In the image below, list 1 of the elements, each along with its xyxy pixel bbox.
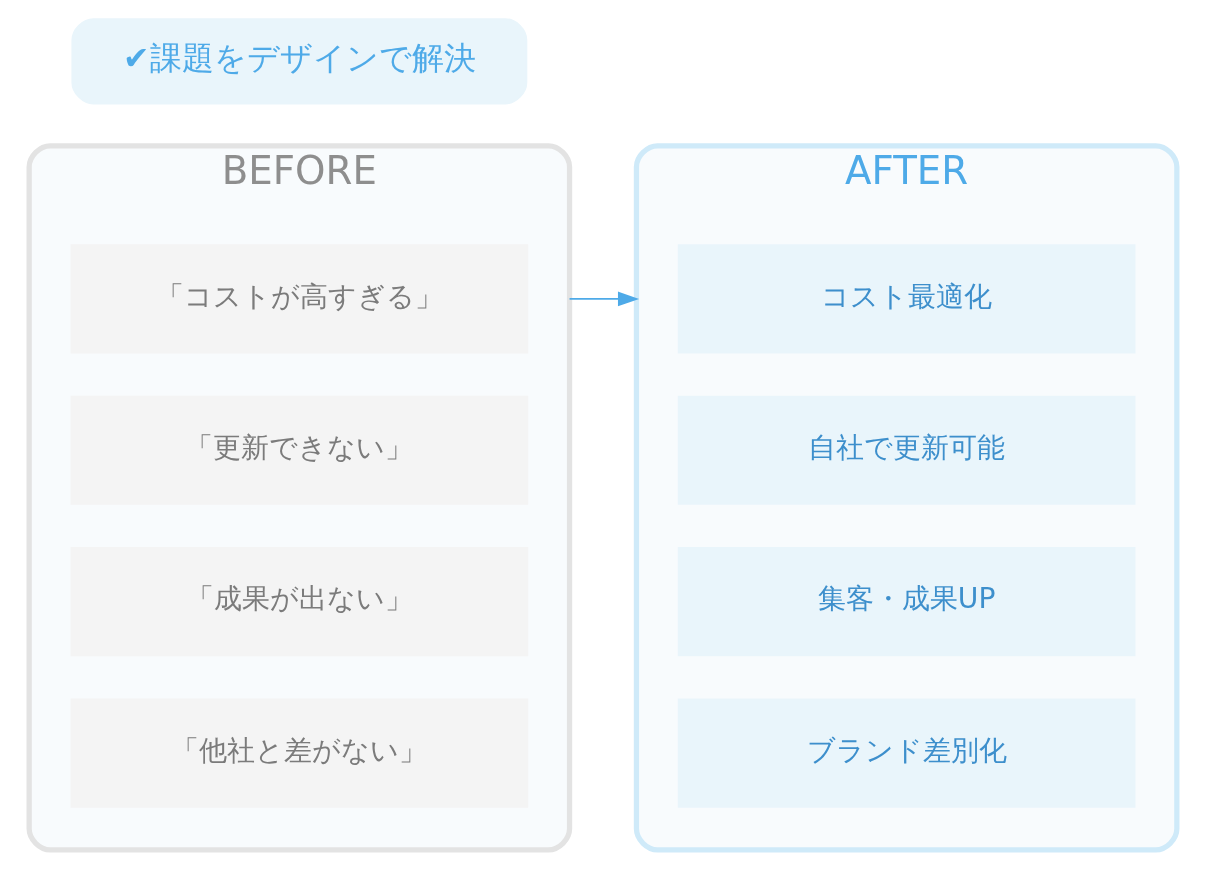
arrow — [568, 291, 640, 306]
